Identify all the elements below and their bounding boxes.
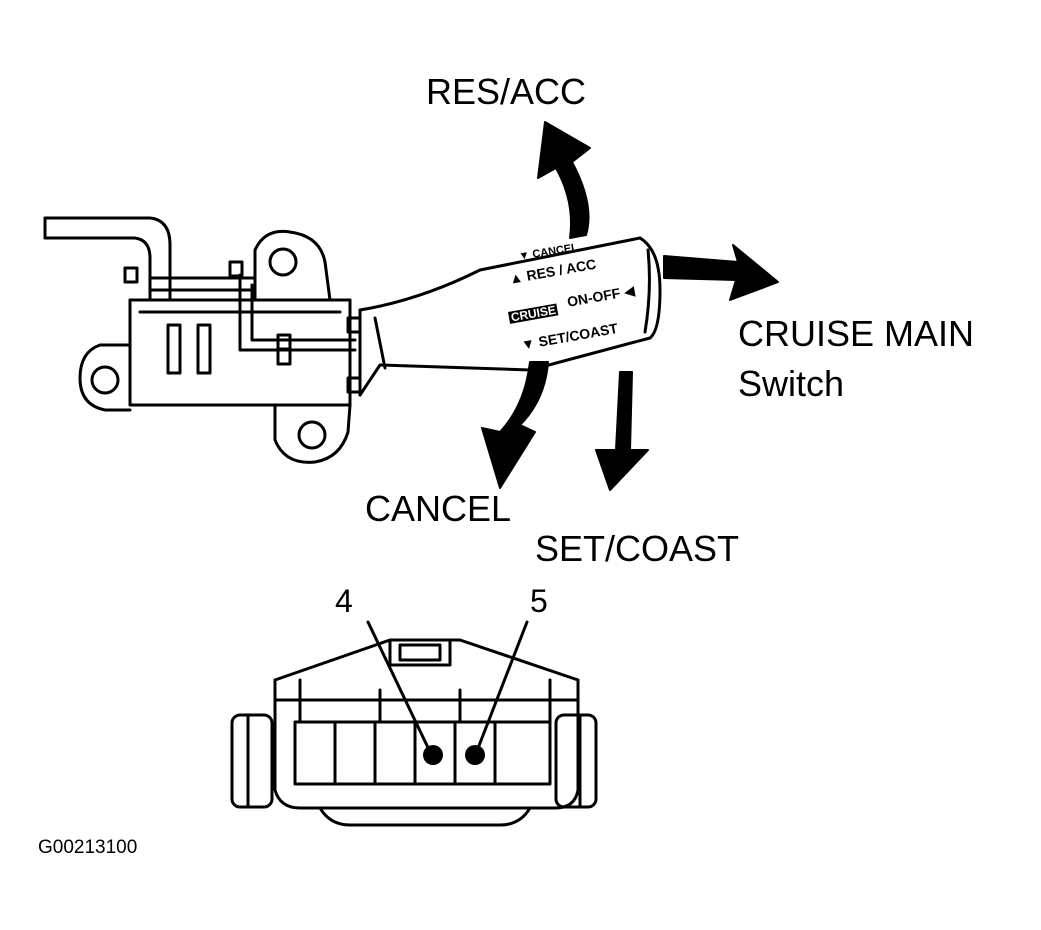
switch-label: Switch: [738, 363, 845, 404]
set-coast-label: SET/COAST: [535, 528, 740, 569]
pin-4-label: 4: [335, 583, 353, 619]
switch-housing: [43, 216, 362, 464]
cruise-main-arrow: [663, 244, 779, 301]
set-coast-arrow: [595, 371, 649, 491]
cancel-arrow: [481, 361, 549, 489]
res-acc-arrow: [537, 121, 591, 239]
pin-5-terminal: [465, 745, 485, 765]
figure-code: G00213100: [38, 837, 138, 858]
pin-5-label: 5: [530, 583, 548, 619]
res-acc-label: RES/ACC: [426, 71, 587, 112]
connector-body: [230, 620, 598, 827]
cruise-main-label: CRUISE MAIN: [738, 313, 975, 354]
pin-4-terminal: [423, 745, 443, 765]
cruise-lever: [358, 236, 662, 397]
cancel-label: CANCEL: [365, 488, 512, 529]
